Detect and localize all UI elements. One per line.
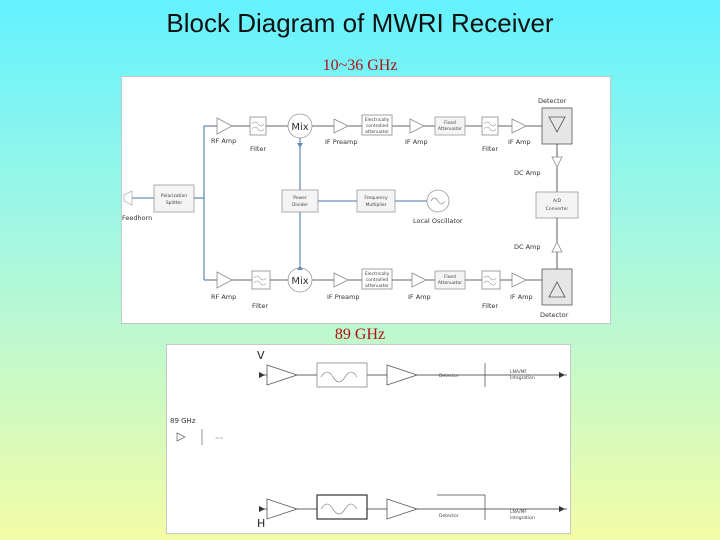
band-label-10-36ghz: 10~36 GHz [322,57,398,74]
detector-bottom-label: Detector [540,311,569,319]
feedhorn-icon [123,190,133,206]
v-filter-block [316,362,368,388]
filter-bottom2-icon [481,270,501,290]
filter-top-label: Filter [250,145,266,153]
if-amp-top2-label: IF Amp [508,138,531,146]
v-lna-icon [266,364,299,386]
svg-text:Integration: Integration [510,375,535,381]
ad-converter-block [535,191,579,219]
feed-arrow-icon [176,432,186,442]
page-title: Block Diagram of MWRI Receiver [166,8,554,38]
if-preamp-top-label: IF Preamp [325,138,358,146]
mixer-top-label: Mix [291,122,308,133]
dc-amp-top-label: DC Amp [514,169,541,177]
polarization-splitter-label-2: Splitter [166,200,183,206]
svg-text:controlled: controlled [366,123,389,129]
svg-text:Converter: Converter [546,206,569,212]
svg-text:LNA/MF: LNA/MF [510,509,527,515]
detector-top-icon [541,107,573,145]
h-lna-icon [266,498,299,520]
local-oscillator-icon [426,189,450,213]
v-polarization-label: V [257,349,265,362]
svg-text:Fixed: Fixed [444,274,456,280]
rf-amp-bottom-icon [216,271,233,289]
svg-text:Multiplier: Multiplier [366,202,387,208]
if-preamp-bottom-icon [333,272,349,288]
elec-attenuator-top-block [361,114,393,136]
dc-amp-bottom-label: DC Amp [514,243,541,251]
dc-amp-bottom-icon [551,241,563,253]
dc-amp-top-icon [551,156,563,168]
h-polarization-label: H [257,517,265,530]
svg-text:A/D: A/D [553,198,562,204]
polarization-splitter-label-1: Polarization [161,193,187,199]
if-preamp-bottom-label: IF Preamp [327,293,360,301]
if-amp-top2-icon [511,118,527,134]
if-amp-bottom2-label: IF Amp [510,293,533,301]
h-if-amp-icon [386,498,419,520]
svg-text:Attenuator: Attenuator [438,280,462,286]
svg-text:attenuator: attenuator [365,283,389,289]
filter-bottom-label: Filter [252,302,268,310]
power-divider-block [281,189,319,213]
if-amp-top-icon [409,118,425,134]
diagram-89ghz: V H 89 GHz ~~ Detector LNA/MF Integratio… [166,344,571,534]
freq-label-89ghz: 89 GHz [170,417,196,425]
svg-text:Integration: Integration [510,515,535,521]
svg-text:Fixed: Fixed [444,120,456,126]
frequency-multiplier-block [356,189,396,213]
svg-text:LNA/MF: LNA/MF [510,369,527,375]
if-amp-bottom2-icon [511,272,527,288]
filter-top-icon [249,116,267,136]
detector-top-label: Detector [538,97,567,105]
if-amp-bottom-icon [411,272,427,288]
fixed-attenuator-top-block [434,116,466,136]
if-amp-bottom-label: IF Amp [408,293,431,301]
svg-text:controlled: controlled [366,277,389,283]
local-oscillator-label: Local Oscillator [413,217,463,225]
if-amp-top-label: IF Amp [405,138,428,146]
mixer-bottom-label: Mix [291,276,308,287]
feed-note-label: ~~ [215,436,223,442]
svg-text:Electrically: Electrically [365,117,390,123]
v-detector-label: Detector [439,373,459,379]
rf-amp-top-icon [216,117,233,135]
diagram-10-36ghz: Feedhorn Polarization Splitter RF Amp Fi… [121,76,611,324]
svg-text:Divider: Divider [292,202,308,208]
fixed-attenuator-bottom-block [434,270,466,290]
filter-top2-label: Filter [482,145,498,153]
detector-bottom-icon [541,268,573,306]
svg-text:Attenuator: Attenuator [438,126,462,132]
filter-top2-icon [481,116,499,136]
diagram-10-36ghz-svg: Feedhorn Polarization Splitter RF Amp Fi… [122,97,579,319]
feedhorn-label: Feedhorn [122,214,152,222]
v-if-amp-icon [386,364,419,386]
h-detector-label: Detector [439,513,459,519]
elec-attenuator-bottom-block [361,268,393,290]
rf-amp-top-label: RF Amp [211,137,236,145]
rf-amp-bottom-label: RF Amp [211,293,236,301]
filter-bottom2-label: Filter [482,302,498,310]
svg-text:Power: Power [293,195,307,201]
svg-text:attenuator: attenuator [365,129,389,135]
svg-text:Frequency: Frequency [364,195,388,201]
h-filter-block [316,494,368,520]
band-label-89ghz: 89 GHz [334,326,386,343]
filter-bottom-icon [251,270,271,290]
if-preamp-top-icon [333,118,349,134]
diagram-89ghz-svg: V H 89 GHz ~~ Detector LNA/MF Integratio… [170,349,567,530]
svg-text:Electrically: Electrically [365,271,390,277]
